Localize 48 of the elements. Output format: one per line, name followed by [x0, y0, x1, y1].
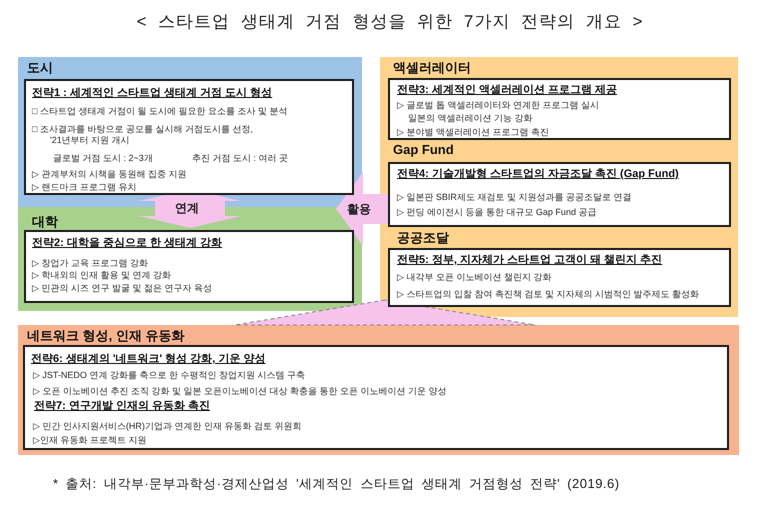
- title: < 스타트업 생태계 거점 형성을 위한 7가지 전략의 개요 >: [136, 12, 644, 32]
- strategy-heading: 전략4: 기술개발형 스타트업의 자금조달 촉진 (Gap Fund): [397, 167, 679, 181]
- category-panel: [380, 229, 738, 317]
- strategy-heading: 전략5: 정부, 지자체가 스타트업 고객이 돼 챌린지 추진: [397, 253, 662, 267]
- category-panel: [380, 141, 738, 229]
- bullet-item: ▷ 글로벌 톱 액셀러레이터와 연계한 프로그램 실시: [397, 99, 599, 111]
- bullet-item: ▷ 관계부처의 시책을 동원해 집중 지원: [32, 168, 186, 180]
- strategy-heading: 전략3: 세계적인 액셀러레이션 프로그램 제공: [397, 83, 618, 97]
- panel-heading: 공공조달: [397, 230, 449, 246]
- bullet-item: ▷ 내각부 오픈 이노베이션 챌린지 강화: [397, 271, 552, 283]
- edge-label: 활용: [345, 202, 373, 216]
- bullet-item: ▷ 랜드마크 프로그램 유치: [32, 181, 136, 193]
- strategy-box: [388, 78, 731, 140]
- strategy-box: [24, 79, 354, 195]
- category-panel: [18, 325, 739, 455]
- panel-heading: Gap Fund: [393, 142, 454, 158]
- category-panel: [380, 57, 738, 141]
- strategy-heading: 전략1 : 세계적인 스타트업 생태계 거점 도시 형성: [32, 86, 272, 100]
- edge-label: 연계: [173, 201, 201, 215]
- list-text: 글로벌 거점 도시 : 2~3개: [53, 152, 153, 164]
- strategy-heading: 전략6: 생태계의 '네트워크' 형성 강화, 기운 양성: [31, 352, 266, 366]
- bullet-item: ▷ 펀딩 에이전시 등을 통한 대규모 Gap Fund 공급: [397, 206, 596, 218]
- bullet-item: ▷ 분야별 액셀러레이션 프로그램 촉진: [397, 126, 549, 138]
- strategy-box: [24, 230, 354, 303]
- bullet-item: ▷ 일본판 SBIR제도 재검토 및 지원성과를 공공조달로 연결: [397, 191, 632, 203]
- strategy-heading: 전략2: 대학을 중심으로 한 생태계 강화: [32, 236, 222, 250]
- panel-heading: 액셀러레이터: [393, 60, 471, 76]
- strategy-box: [388, 248, 731, 307]
- bullet-item: □ 스타트업 생태계 거점이 될 도시에 필요한 요소를 조사 및 분석: [32, 105, 288, 117]
- panel-heading: 대학: [32, 214, 58, 230]
- bullet-item: ▷ 오픈 이노베이션 추진 조직 강화 및 일본 오픈이노베이션 대상 확충을 통한 오픈 이노베이션 기운 양성: [33, 385, 446, 397]
- strategy-box: [388, 162, 731, 227]
- list-text: 추진 거점 도시 : 여러 곳: [192, 152, 288, 164]
- source-note: * 출처: 내각부·문부과학성·경제산업성 '세계적인 스타트업 생태계 거점형성 전략' (2019.6): [53, 476, 620, 492]
- bullet-item: □ 조사결과를 바탕으로 공모를 실시해 거점도시를 선정, '21년부터 지원 개시: [32, 124, 254, 146]
- list-text: 일본의 액셀러레이션 기능 강화: [408, 112, 533, 124]
- strategy-heading: 전략7: 연구개발 인재의 유동화 촉진: [34, 399, 210, 413]
- bullet-item: ▷ 스타트업의 입찰 참여 촉진책 검토 및 지자체의 시범적인 발주제도 활성화: [397, 288, 699, 300]
- bullet-item: ▷ 창업가 교육 프로그램 강화: [32, 257, 148, 269]
- dashed-wedge: [234, 300, 536, 326]
- panel-heading: 도시: [27, 60, 53, 76]
- panel-heading: 네트워크 형성, 인재 유동화: [27, 328, 184, 344]
- bullet-item: ▷ 민간 인사지원서비스(HR)기업과 연계한 인재 유동화 검토 위원회: [33, 420, 302, 432]
- strategy-box: [23, 345, 729, 450]
- bullet-item: ▷ 학내외의 인재 활용 및 연계 강화: [32, 269, 171, 281]
- bullet-item: ▷ 민관의 시즈 연구 발굴 및 젊은 연구자 육성: [32, 282, 212, 294]
- bullet-item: ▷ JST-NEDO 연계 강화를 축으로 한 수평적인 창업지원 시스템 구축: [33, 369, 305, 381]
- bullet-item: ▷인재 유동화 프로젝트 지원: [33, 434, 146, 446]
